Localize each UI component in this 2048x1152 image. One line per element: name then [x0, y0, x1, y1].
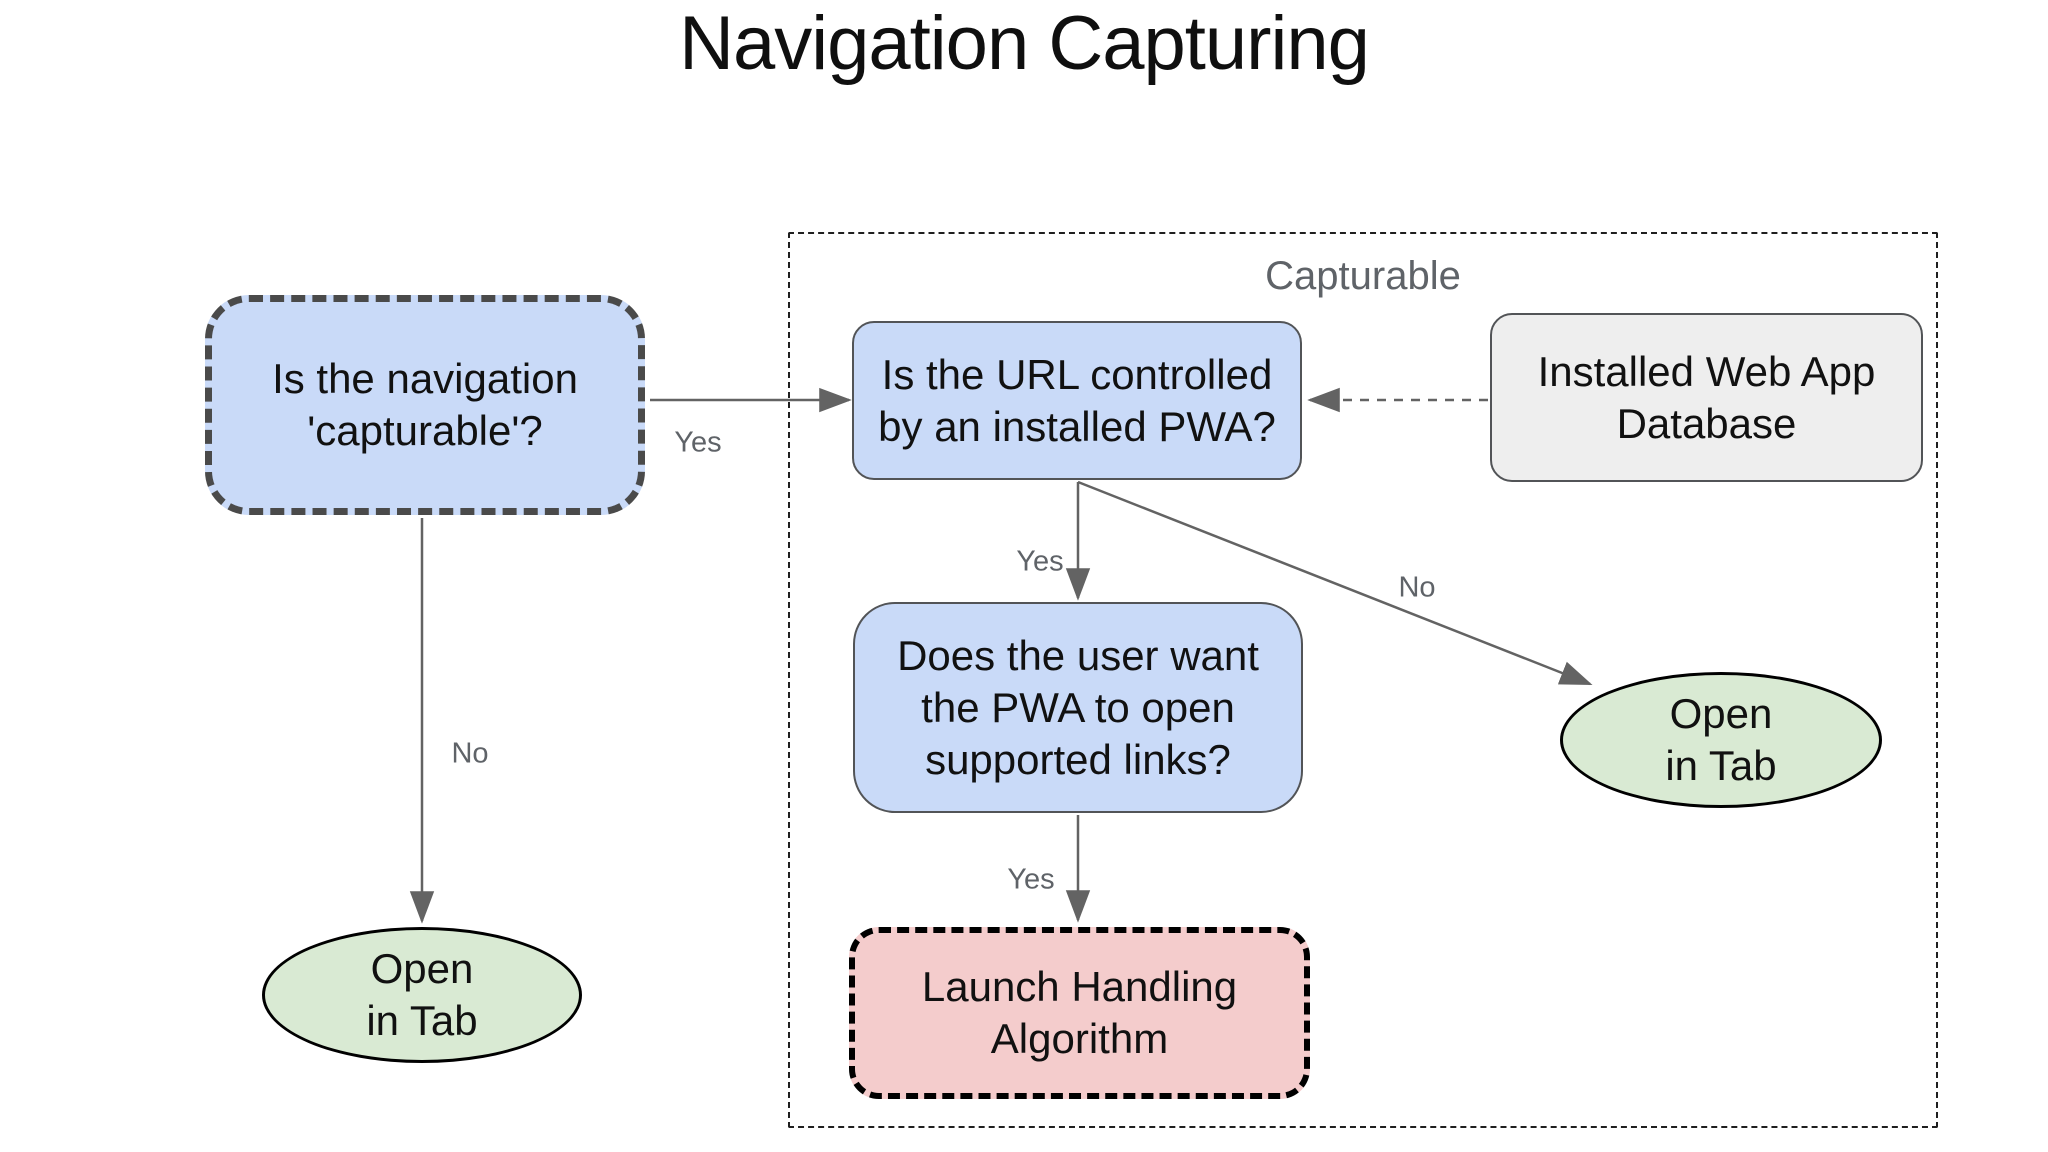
- capturable-group-label: Capturable: [1265, 254, 1461, 298]
- node-installed-web-app-database: Installed Web App Database: [1490, 313, 1923, 482]
- node-open-in-tab-right: Open in Tab: [1560, 672, 1882, 808]
- edge-url-no-arrow: [1077, 480, 1593, 686]
- page-title: Navigation Capturing: [679, 1, 1370, 86]
- node-is-url-controlled-by-pwa: Is the URL controlled by an installed PW…: [852, 321, 1302, 480]
- node-is-navigation-capturable: Is the navigation 'capturable'?: [205, 295, 645, 515]
- node-open-in-tab-left: Open in Tab: [262, 927, 582, 1063]
- node-does-user-want-pwa-links: Does the user want the PWA to open suppo…: [853, 602, 1303, 813]
- edge-label-does-yes: Yes: [1007, 863, 1055, 896]
- capturable-group-box: Capturable: [788, 232, 1938, 1128]
- edge-label-url-yes: Yes: [1016, 545, 1064, 578]
- edge-label-url-no: No: [1398, 571, 1436, 604]
- node-launch-handling-algorithm: Launch Handling Algorithm: [849, 927, 1310, 1099]
- edge-label-capturable-yes: Yes: [674, 426, 722, 459]
- edge-label-capturable-no: No: [451, 737, 489, 770]
